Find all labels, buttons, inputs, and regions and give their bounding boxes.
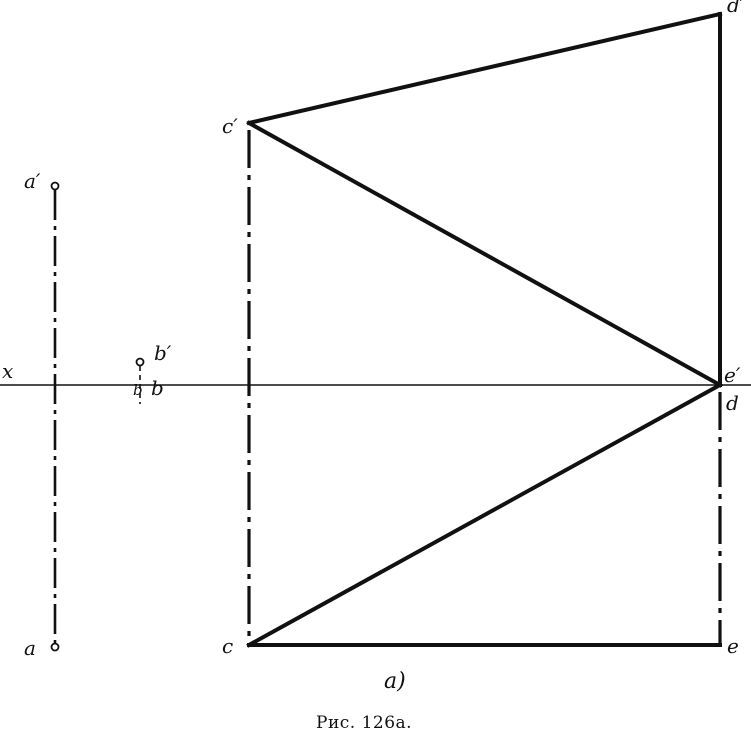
figure-caption: Рис. 126а. [316,713,412,733]
label-d: d [726,391,739,415]
label-d-prime: d′ [727,0,745,17]
label-b: b [151,376,164,400]
x-axis-label: x [2,359,13,383]
edge-c-prime-e-prime [246,120,723,388]
edge-c-d [246,382,723,648]
label-a-prime: a′ [24,169,41,193]
label-a: a [24,636,36,660]
figure-sublabel: a) [384,669,406,694]
point-a-prime-marker [50,181,60,191]
point-b-prime-marker [135,357,145,367]
label-c-prime: c′ [222,114,238,138]
label-b-prime: b′ [154,341,172,365]
point-a-marker [50,642,60,652]
label-e: e [727,634,739,658]
label-e-prime: e′ [724,363,741,387]
label-c: c [222,634,233,658]
edge-c-prime-d-prime [246,11,723,126]
label-b-small: b [133,381,143,399]
